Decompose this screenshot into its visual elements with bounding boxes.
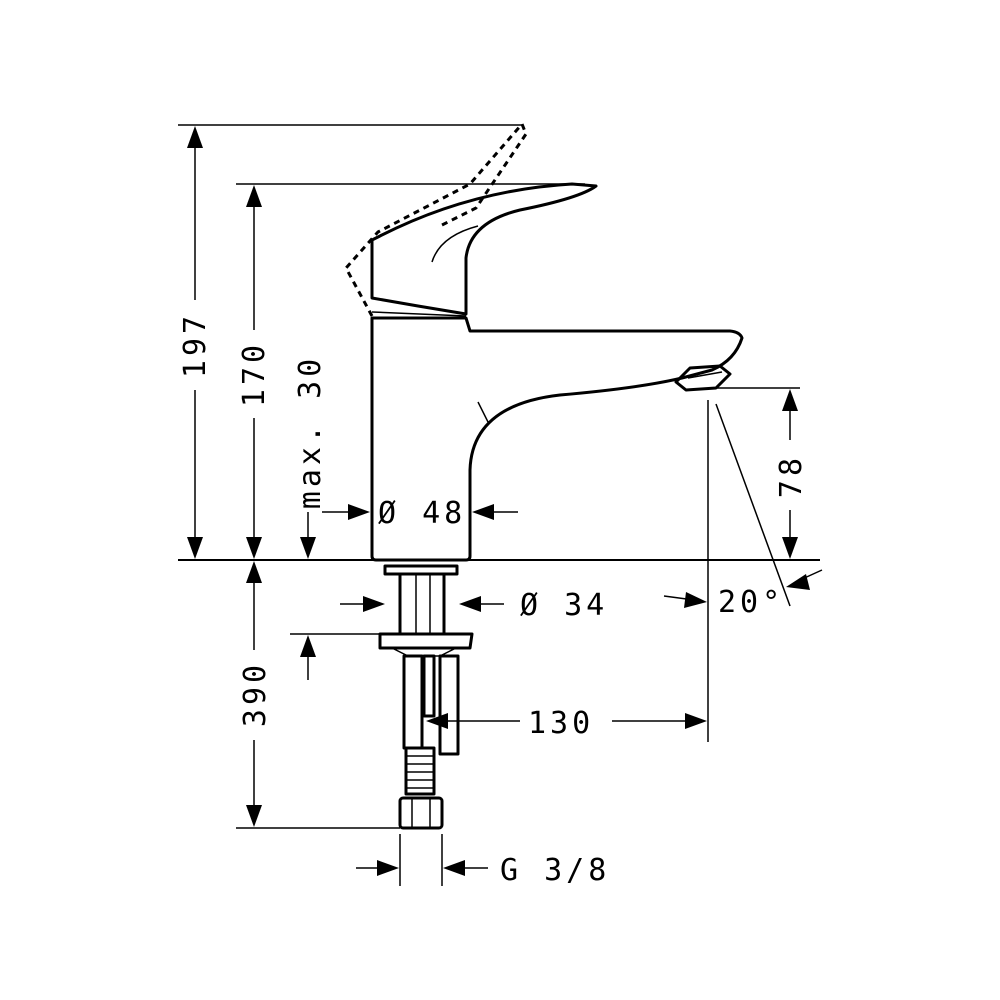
dim-130-arrow-left xyxy=(426,713,448,729)
dim-197-arrow-bottom xyxy=(187,537,203,559)
dim-390-arrow-bottom xyxy=(246,805,262,827)
handle-base-line xyxy=(371,311,467,317)
aerator xyxy=(674,364,732,392)
dim-g-arrow-left xyxy=(377,860,399,876)
label-170: 170 xyxy=(237,341,272,407)
angle-arrow-right xyxy=(786,574,810,590)
label-390: 390 xyxy=(238,661,273,727)
dim-170-arrow-top xyxy=(246,185,262,207)
aerator-detail xyxy=(687,371,723,379)
body-seam xyxy=(477,401,489,423)
shank xyxy=(398,572,446,636)
hose-right xyxy=(438,654,460,756)
label-78: 78 xyxy=(774,454,809,498)
label-197: 197 xyxy=(178,312,213,378)
crimp-ribs xyxy=(406,755,434,789)
label-20-degrees: 20° xyxy=(718,585,784,620)
dim-g-arrow-right xyxy=(443,860,465,876)
dim-130-arrow-right xyxy=(685,713,707,729)
dimension-lines xyxy=(178,124,823,886)
dim-34-arrow-right xyxy=(459,596,481,612)
handle-raised-dashed xyxy=(344,121,528,317)
dim-34-arrow-left xyxy=(363,596,385,612)
dim-48-arrow-left xyxy=(348,504,370,520)
label-g-3-8: G 3/8 xyxy=(500,853,610,888)
dim-78-arrow-top xyxy=(782,389,798,411)
thread-nut xyxy=(398,796,444,830)
angle-line xyxy=(715,403,791,607)
label-diameter-34: Ø 34 xyxy=(520,588,608,623)
dim-170-arrow-bottom xyxy=(246,537,262,559)
angle-arrow-left xyxy=(684,592,707,608)
handle-curve xyxy=(431,225,479,263)
faucet-body xyxy=(370,316,744,562)
handle-lever xyxy=(370,182,598,316)
hose-left xyxy=(402,654,424,750)
faucet-outline xyxy=(178,121,820,830)
hose-crimp xyxy=(404,746,436,796)
label-max-30: max. 30 xyxy=(293,355,328,509)
dim-197-arrow-top xyxy=(187,126,203,148)
nut-dim-arrow xyxy=(300,635,316,657)
dim-48-arrow-right xyxy=(472,504,494,520)
dimension-labels: 197 170 max. 30 78 390 Ø 48 Ø 34 20° 130… xyxy=(178,312,809,888)
label-130: 130 xyxy=(528,706,594,741)
dim-390-arrow-top xyxy=(246,561,262,583)
dim-30-arrow xyxy=(300,537,316,559)
dim-78-arrow-bottom xyxy=(782,537,798,559)
threaded-rod xyxy=(422,654,436,718)
fixing-nut xyxy=(378,632,474,650)
label-diameter-48: Ø 48 xyxy=(378,496,466,531)
